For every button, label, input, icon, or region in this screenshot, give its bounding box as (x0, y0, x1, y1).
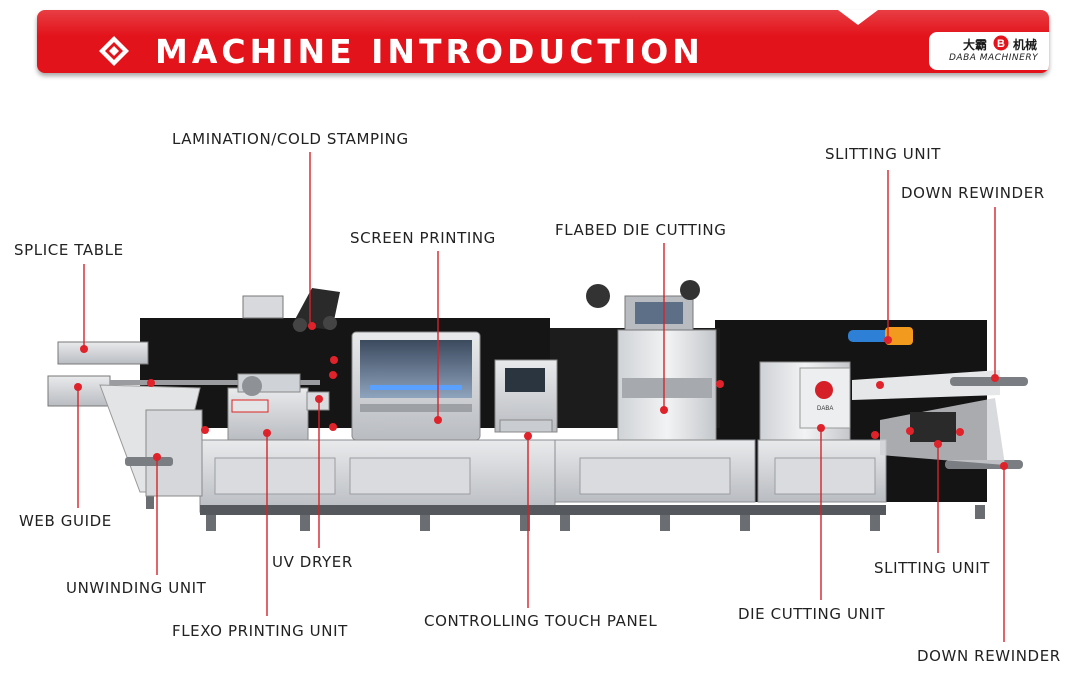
label-rewinder-top: DOWN REWINDER (901, 184, 1045, 202)
left-back-panel (140, 318, 550, 428)
label-rewinder-bottom: DOWN REWINDER (917, 647, 1061, 665)
label-screen-printing: SCREEN PRINTING (350, 229, 496, 247)
header-banner: MACHINE INTRODUCTION 大霸 B 机械 DABA MACHIN… (37, 10, 1049, 73)
logo-english: DABA MACHINERY (949, 53, 1039, 63)
layered-diamond-icon (99, 36, 129, 66)
label-web-guide: WEB GUIDE (19, 512, 112, 530)
page-title: MACHINE INTRODUCTION (155, 32, 704, 71)
svg-text:B: B (997, 38, 1005, 50)
label-controlling-touch-panel: CONTROLLING TOUCH PANEL (424, 612, 658, 630)
label-die-cutting-unit: DIE CUTTING UNIT (738, 605, 886, 623)
header-notch (838, 10, 878, 25)
label-unwinding-unit: UNWINDING UNIT (66, 579, 207, 597)
top-rewinder-shaft (950, 377, 1028, 386)
machine-brand: DABA (817, 406, 833, 412)
label-flexo-printing-unit: FLEXO PRINTING UNIT (172, 622, 348, 640)
label-uv-dryer: UV DRYER (272, 553, 353, 571)
label-lamination: LAMINATION/COLD STAMPING (172, 130, 409, 148)
label-slitting-bottom: SLITTING UNIT (874, 559, 990, 577)
lamination-control-box (242, 295, 284, 319)
label-flabed-die-cutting: FLABED DIE CUTTING (555, 221, 727, 239)
company-logo: 大霸 B 机械 DABA MACHINERY (929, 32, 1049, 70)
logo-mark-icon: B (993, 35, 1009, 51)
label-splice-table: SPLICE TABLE (14, 241, 124, 259)
web-guide-unit (47, 375, 111, 407)
unwind-stand (145, 409, 203, 497)
logo-chinese-left: 大霸 (963, 38, 988, 52)
splice-table (57, 341, 149, 365)
label-slitting-top: SLITTING UNIT (825, 145, 941, 163)
logo-chinese-right: 机械 (1013, 38, 1038, 52)
